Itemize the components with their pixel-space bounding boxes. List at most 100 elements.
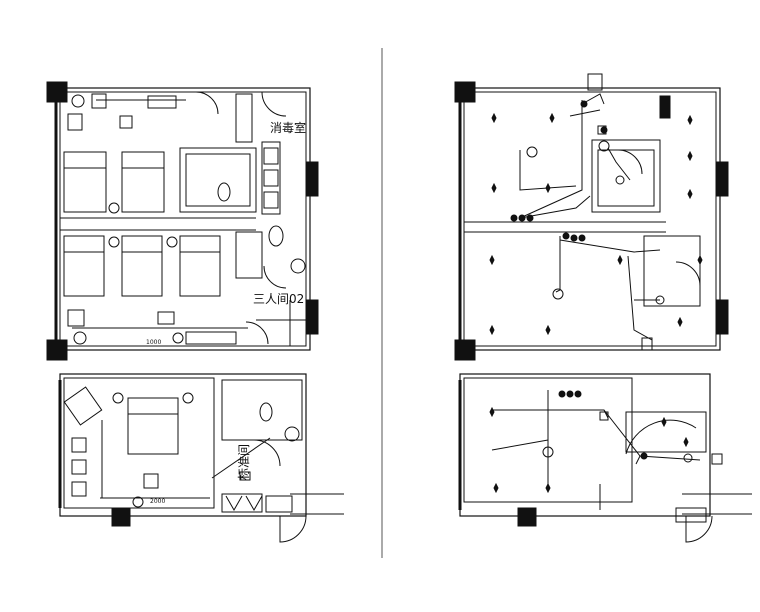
lamp bbox=[182, 392, 194, 404]
label-triple-room: 三人间02 bbox=[253, 292, 304, 306]
door-frame bbox=[675, 507, 707, 523]
ceiling-light bbox=[542, 446, 554, 458]
door-swing bbox=[617, 149, 643, 175]
dimension-bottom: 2000 bbox=[150, 498, 165, 505]
lamp bbox=[71, 94, 85, 108]
door-swing bbox=[261, 91, 287, 117]
label-disinfection-room: 消毒室 bbox=[270, 120, 306, 135]
shoe-cabinet bbox=[265, 495, 293, 513]
column bbox=[46, 339, 68, 361]
lamp bbox=[108, 202, 120, 214]
bathroom bbox=[591, 139, 661, 213]
junction bbox=[570, 234, 578, 242]
outer-wall bbox=[459, 373, 711, 517]
wiring bbox=[491, 390, 701, 510]
door-swing bbox=[195, 91, 219, 115]
lamp bbox=[166, 236, 178, 248]
electrical-plan-bottom bbox=[458, 373, 752, 543]
bed bbox=[121, 235, 163, 297]
armchair bbox=[63, 386, 103, 426]
lamp bbox=[132, 496, 144, 508]
junction bbox=[574, 390, 582, 398]
door-swing bbox=[279, 515, 307, 543]
label-standard-room: 标准间 bbox=[237, 444, 251, 480]
bath-wall bbox=[235, 231, 263, 279]
diag-line bbox=[211, 437, 271, 479]
downlight-markers bbox=[489, 112, 703, 336]
column bbox=[715, 299, 729, 335]
bathroom bbox=[625, 411, 707, 453]
column bbox=[715, 161, 729, 197]
chair bbox=[91, 93, 107, 109]
door-swing bbox=[263, 265, 287, 289]
door-swing bbox=[625, 419, 697, 455]
chair bbox=[67, 309, 85, 327]
chair bbox=[71, 481, 87, 497]
ceiling-light bbox=[552, 288, 564, 300]
bed bbox=[63, 235, 105, 297]
toilet bbox=[217, 182, 231, 202]
electrical-plan-top bbox=[454, 73, 729, 361]
lamp bbox=[73, 331, 87, 345]
junction bbox=[562, 232, 570, 240]
column bbox=[111, 507, 131, 527]
shelf-unit bbox=[263, 191, 279, 209]
toilet bbox=[259, 402, 273, 422]
furniture-plan-bottom: 标准间 2000 bbox=[58, 373, 344, 543]
exhaust-fan bbox=[683, 453, 693, 463]
dimension-top: 1000 bbox=[146, 339, 161, 346]
bed bbox=[179, 235, 221, 297]
chair bbox=[157, 311, 175, 325]
bathroom-inner bbox=[185, 153, 251, 207]
door-swing bbox=[675, 261, 701, 287]
bathroom-inner bbox=[597, 149, 655, 207]
inner-wall bbox=[59, 91, 307, 347]
junction bbox=[580, 100, 588, 108]
bathroom bbox=[221, 379, 303, 441]
shelf-unit bbox=[263, 147, 279, 165]
switch-box bbox=[711, 453, 723, 465]
chair bbox=[67, 113, 83, 131]
bath-wall bbox=[643, 235, 701, 307]
bed bbox=[121, 151, 165, 213]
column bbox=[305, 299, 319, 335]
stool bbox=[119, 115, 133, 129]
bed bbox=[63, 151, 107, 213]
sink bbox=[290, 258, 306, 274]
ceiling-light bbox=[526, 146, 538, 158]
toilet bbox=[268, 225, 284, 247]
bathroom bbox=[179, 147, 257, 213]
socket bbox=[599, 411, 609, 421]
switch-box bbox=[587, 73, 603, 91]
ceiling-light bbox=[615, 175, 625, 185]
lamp bbox=[108, 236, 120, 248]
column bbox=[517, 507, 537, 527]
wiring bbox=[555, 236, 661, 341]
wiring bbox=[519, 147, 631, 219]
downlight-markers bbox=[489, 406, 689, 494]
sink bbox=[284, 426, 300, 442]
socket bbox=[239, 471, 251, 481]
exhaust-fan bbox=[655, 295, 665, 305]
junction bbox=[518, 214, 526, 222]
radiator bbox=[185, 331, 237, 345]
hanger-symbol bbox=[225, 495, 263, 512]
junction bbox=[558, 390, 566, 398]
door-swing bbox=[245, 321, 269, 345]
door-swing bbox=[685, 515, 713, 543]
column bbox=[305, 161, 319, 197]
socket bbox=[597, 125, 607, 135]
furniture-plan-top: 消毒室 三人间02 1000 bbox=[46, 81, 319, 361]
junction bbox=[566, 390, 574, 398]
radiator bbox=[147, 95, 177, 109]
junction bbox=[640, 452, 648, 460]
lamp bbox=[112, 392, 124, 404]
junction bbox=[578, 234, 586, 242]
chair bbox=[71, 437, 87, 453]
wardrobe bbox=[221, 493, 263, 513]
junction bbox=[510, 214, 518, 222]
wiring bbox=[519, 93, 605, 219]
column bbox=[454, 339, 476, 361]
